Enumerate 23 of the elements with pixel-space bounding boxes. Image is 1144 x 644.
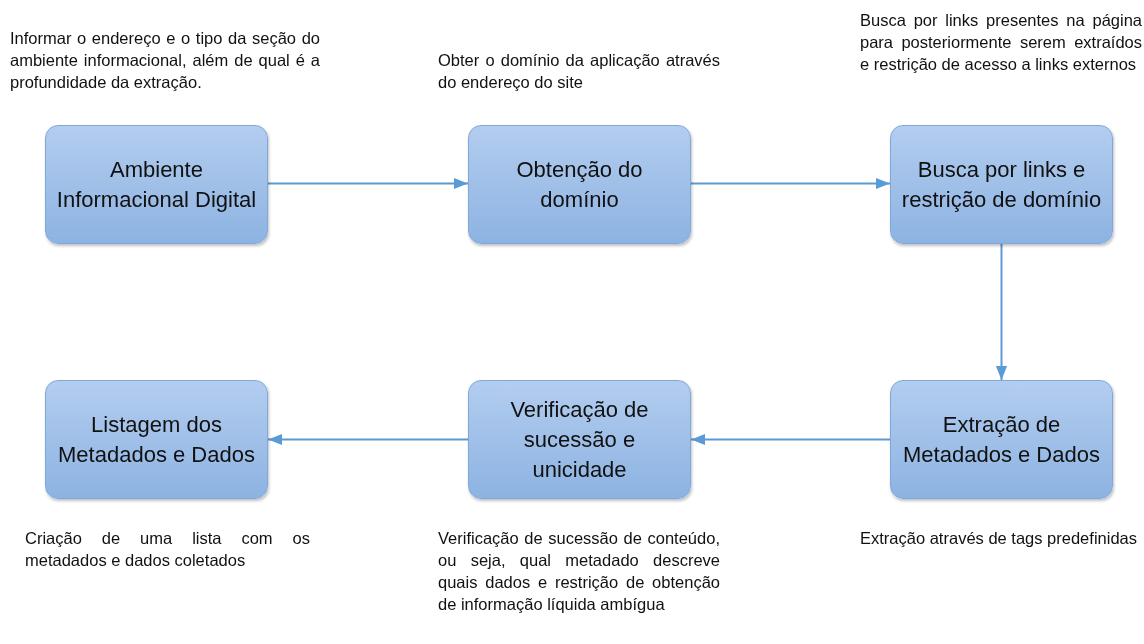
step-title: Verificação de sucessão e unicidade (509, 395, 650, 484)
step-title: Extração de Metadados e Dados (902, 410, 1101, 469)
process-box (890, 380, 1113, 499)
process-box (890, 125, 1113, 244)
step-title: Ambiente Informacional Digital (55, 155, 258, 214)
step-title: Obtenção do domínio (515, 155, 644, 214)
arrow (690, 433, 891, 446)
process-box (45, 380, 268, 499)
arrow (267, 177, 469, 190)
step-description: Extração através de tags predefinidas (860, 528, 1138, 549)
step-description: Busca por links presentes na página para posteriormente serem extraídos e restrição de acesso a links externos (860, 10, 1142, 75)
step-description: Verificação de sucessão de conteúdo, ou seja, qual metadado descreve quais dados e restrição de obtenção de informação líquida ambígua (438, 528, 720, 615)
process-box (468, 380, 691, 499)
step-title: Listagem dos Metadados e Dados (57, 410, 256, 469)
step-description: Informar o endereço e o tipo da seção do ambiente informacional, além de qual é a profundidade da extração. (10, 28, 320, 93)
arrow (690, 177, 891, 190)
step-description: Obter o domínio da aplicação através do endereço do site (438, 50, 720, 93)
step-description: Criação de uma lista com os metadados e dados coletados (25, 528, 310, 571)
process-box (45, 125, 268, 244)
step-title: Busca por links e restrição de domínio (900, 155, 1103, 214)
process-box (468, 125, 691, 244)
arrow (995, 243, 1008, 381)
arrow (267, 433, 469, 446)
